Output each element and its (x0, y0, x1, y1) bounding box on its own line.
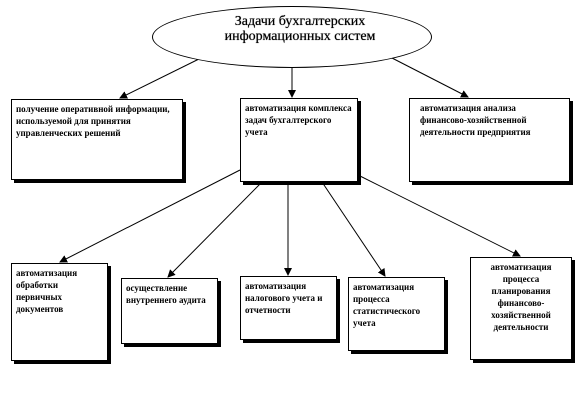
node-accounting-automation: автоматизация комплекса задач бухгалтерс… (240, 98, 358, 182)
edge-accounting-to-planning (357, 174, 521, 257)
edge-root-to-decisions (119, 56, 204, 99)
node-internal-audit: осуществление внутреннего аудита (121, 278, 218, 344)
node-primary-documents: автоматизация обработки первичных докуме… (11, 263, 108, 361)
root-ellipse (152, 6, 432, 68)
edge-accounting-to-documents (59, 169, 241, 263)
root-title-line1: Задачи бухгалтерских (234, 14, 366, 29)
root-title: Задачи бухгалтерских информационных сист… (200, 14, 400, 44)
root-title-line2: информационных систем (224, 29, 376, 44)
node-operational-info: получение оперативной информации, исполь… (11, 99, 183, 180)
edge-accounting-to-audit (167, 181, 263, 278)
node-planning: автоматизация процесса планирования фина… (470, 257, 572, 360)
edge-root-to-analysis (391, 57, 469, 98)
edge-accounting-to-statistics (321, 181, 386, 277)
node-analysis-automation: автоматизация анализа финансово-хозяйств… (409, 98, 570, 182)
node-tax-accounting: автоматизация налогового учета и отчетно… (240, 276, 337, 340)
node-statistical-accounting: автоматизация процесса статистического у… (348, 277, 445, 351)
